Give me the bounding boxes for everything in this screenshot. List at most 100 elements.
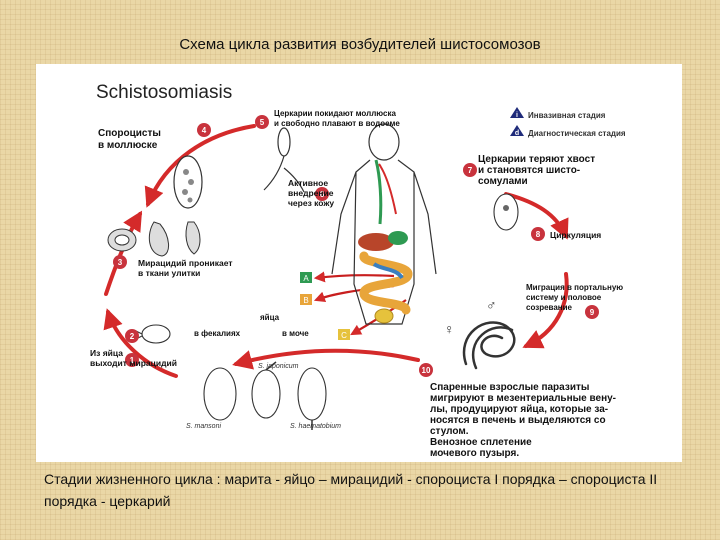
snail-oncomelania bbox=[148, 221, 169, 257]
stage-marker-6: 6 bbox=[315, 187, 329, 201]
stage-text-4-line: в моллюске bbox=[98, 140, 158, 151]
stage-text-10-line: мигрируют в мезентериальные вену- bbox=[430, 393, 616, 404]
stage-text-10-line: стулом. bbox=[430, 426, 469, 437]
infective-stage-legend-icon: i bbox=[510, 107, 524, 119]
tag-b: B bbox=[303, 296, 308, 305]
stage-marker-4: 4 bbox=[197, 123, 211, 137]
stage-circle-5 bbox=[255, 115, 269, 129]
schistosomiasis-diagram: Schistosomiasis i Инвазивная стадия d Ди… bbox=[90, 82, 626, 459]
stage-text-10-line: Спаренные взрослые паразиты bbox=[430, 382, 589, 393]
stage-marker-10: 10 bbox=[419, 363, 433, 377]
miracidium-illustration bbox=[133, 324, 171, 344]
stage-marker-2: 2 bbox=[125, 329, 139, 343]
schistosomulum-illustration bbox=[493, 193, 519, 231]
legend-infective: Инвазивная стадия bbox=[528, 111, 606, 120]
organ-tags: A B C bbox=[300, 272, 350, 340]
stage-text-5-line: и свободно плавают в водоеме bbox=[274, 119, 400, 128]
stage-number-6: 6 bbox=[320, 190, 325, 199]
stage-text-10-line: мочевого пузыря. bbox=[430, 448, 519, 459]
egg-japonicum bbox=[203, 367, 237, 421]
slide-title: Схема цикла развития возбудителей шистос… bbox=[179, 36, 541, 53]
stage-text-1-line: Из яйца bbox=[90, 348, 123, 358]
stage-circle-9 bbox=[585, 305, 599, 319]
sporocyst-illustration bbox=[173, 155, 203, 209]
stage-circle-10 bbox=[419, 363, 433, 377]
male-symbol: ♂ bbox=[486, 297, 497, 313]
bladder bbox=[374, 308, 394, 324]
stage-number-4: 4 bbox=[202, 126, 207, 135]
stage-circle-3 bbox=[113, 255, 127, 269]
stage-marker-8: 8 bbox=[531, 227, 545, 241]
stage-markers: 1 2 3 4 5 6 7 8 9 10 bbox=[113, 115, 599, 377]
stage-text-4-line: Спороцисты bbox=[98, 128, 161, 139]
arrow-4-to-5 bbox=[144, 124, 256, 208]
label-eggs: яйца bbox=[260, 313, 280, 322]
stage-text-9-line: систему и половое bbox=[526, 293, 602, 302]
stage-text-9-line: Миграция в портальную bbox=[526, 283, 623, 292]
snail-illustrations bbox=[107, 221, 201, 257]
stage-marker-7: 7 bbox=[463, 163, 477, 177]
legend-diagnostic: Диагностическая стадия bbox=[528, 129, 626, 138]
stage-text-6-line: через кожу bbox=[288, 198, 334, 208]
stage-text-10-line: носятся в печень и выделяются со bbox=[430, 415, 606, 426]
stage-text-8: Циркуляция bbox=[550, 230, 601, 240]
stage-text-9-line: созревание bbox=[526, 303, 573, 312]
esophagus bbox=[374, 159, 383, 225]
stage-text-10-line: Венозное сплетение bbox=[430, 437, 532, 448]
stage-number-5: 5 bbox=[260, 118, 265, 127]
stage-text-1-line: выходит мирацидий bbox=[90, 358, 177, 368]
stage-circle-4 bbox=[197, 123, 211, 137]
stage-number-1: 1 bbox=[130, 356, 135, 365]
arrow-3-to-4 bbox=[104, 210, 143, 296]
stage-circle-6 bbox=[315, 187, 329, 201]
arrow-7-to-8 bbox=[504, 192, 569, 240]
stage-circle-8 bbox=[531, 227, 545, 241]
svg-text:d: d bbox=[515, 130, 519, 137]
stage-text-7-line: Церкарии теряют хвост bbox=[478, 154, 595, 165]
stage-marker-5: 5 bbox=[255, 115, 269, 129]
svg-text:i: i bbox=[516, 112, 518, 119]
stage-text-10-line: лы, продуцируют яйца, которые за- bbox=[430, 404, 608, 415]
stage-text-5-line: Церкарии покидают моллюска bbox=[274, 109, 396, 118]
stage-marker-1: 1 bbox=[125, 353, 139, 367]
stage-marker-9: 9 bbox=[585, 305, 599, 319]
stage-number-8: 8 bbox=[536, 230, 541, 239]
diagram-panel: Schistosomiasis i Инвазивная стадия d Ди… bbox=[36, 64, 682, 462]
egg-illustrations bbox=[203, 361, 327, 430]
egg-haematobium bbox=[297, 367, 327, 421]
cycle-arrows bbox=[103, 124, 569, 378]
stage-marker-3: 3 bbox=[113, 255, 127, 269]
stage-text-6-line: внедрение bbox=[288, 188, 334, 198]
liver bbox=[358, 233, 394, 251]
species-japonicum: S. japonicum bbox=[258, 363, 299, 370]
legend: i Инвазивная стадия d Диагностическая ст… bbox=[510, 107, 626, 138]
intestine bbox=[359, 251, 413, 315]
egg-mansoni bbox=[251, 369, 281, 419]
arrow-10-to-eggs bbox=[232, 348, 420, 370]
adult-worms-illustration bbox=[462, 321, 516, 370]
snail-bulinus bbox=[185, 221, 201, 255]
label-in-urine: в моче bbox=[282, 329, 309, 338]
stage-number-9: 9 bbox=[590, 308, 595, 317]
species-haematobium: S. haematobium bbox=[290, 423, 341, 430]
stage-text-8-line: Циркуляция bbox=[550, 230, 601, 240]
stage-text-7-line: сомулами bbox=[478, 176, 528, 187]
human-figure bbox=[331, 123, 437, 325]
cercaria-illustration bbox=[263, 127, 305, 193]
female-symbol: ♀ bbox=[444, 321, 455, 337]
diagnostic-stage-legend-icon: d bbox=[510, 125, 524, 137]
stage-circle-2 bbox=[125, 329, 139, 343]
life-cycle-caption: Стадии жизненного цикла : марита - яйцо … bbox=[44, 471, 658, 509]
label-in-feces: в фекалиях bbox=[194, 329, 241, 338]
tag-a: A bbox=[303, 274, 309, 283]
stage-circle-7 bbox=[463, 163, 477, 177]
stage-number-2: 2 bbox=[130, 332, 135, 341]
